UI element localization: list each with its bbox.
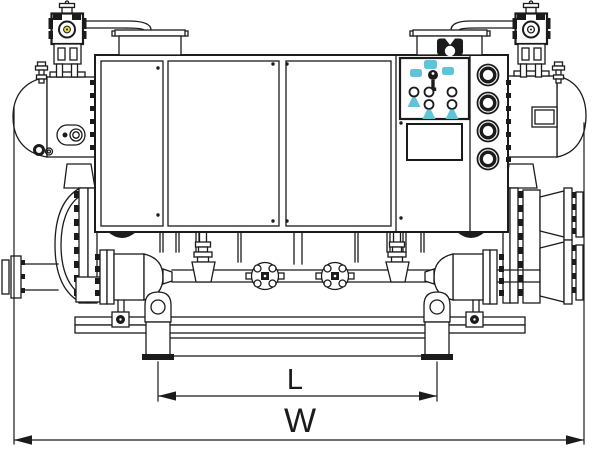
- right-top-valve: [551, 61, 566, 84]
- cabinet-panel-2: [167, 60, 280, 227]
- left-angle-valve: [191, 231, 216, 283]
- left-muffler: [95, 249, 173, 328]
- right-heat-exchanger-head: [502, 163, 541, 304]
- sight-glass-4: [476, 147, 500, 171]
- sight-glass-2: [476, 91, 500, 115]
- left-discharge-pipe: [82, 20, 152, 31]
- right-top-junction-box: [409, 29, 491, 57]
- button-3[interactable]: [446, 86, 458, 98]
- tank-mount-bolts-left: [90, 80, 95, 150]
- sight-glasses: [476, 63, 500, 171]
- control-panel: [398, 56, 471, 161]
- left-top-valve: [34, 61, 49, 84]
- left-top-junction-box: [111, 29, 189, 56]
- water-connection-lower: [539, 239, 584, 305]
- compressor-shadow-right: [457, 232, 485, 238]
- width-label: W: [284, 402, 316, 440]
- right-discharge-pipe: [450, 20, 516, 31]
- cabinet-panel-1: [100, 60, 164, 227]
- compressor-shadow-left: [108, 232, 136, 238]
- sight-glass-3: [476, 119, 500, 143]
- dim-arrow-left: [14, 435, 32, 445]
- button-2[interactable]: [423, 86, 435, 98]
- tank-sight-fitting: [56, 124, 86, 146]
- left-water-connection: [1, 255, 59, 299]
- right-water-connections: [539, 187, 584, 305]
- width-dimension: W: [13, 107, 585, 445]
- control-display[interactable]: [406, 123, 463, 161]
- tank-drain-fitting: [33, 144, 45, 156]
- left-heat-exchanger-head: [54, 163, 101, 304]
- left-drain-valve: [111, 299, 130, 328]
- right-oil-separator-tank: [507, 70, 587, 158]
- button-1[interactable]: [408, 86, 420, 98]
- dim-arrow-right: [566, 435, 584, 445]
- panel-screws: [156, 62, 403, 223]
- length-dimension: L: [157, 361, 438, 402]
- water-connection-upper: [539, 187, 584, 241]
- tank-nameplate: [531, 106, 558, 128]
- dim-arrow-left: [158, 391, 176, 401]
- right-drain-valve: [465, 299, 484, 328]
- dim-arrow-right: [419, 391, 437, 401]
- pipe-flange-right: [315, 261, 355, 291]
- control-buttons: [407, 86, 459, 119]
- right-angle-valve: [385, 231, 410, 283]
- pipe-clamp: [437, 38, 463, 57]
- button-4[interactable]: [423, 99, 435, 110]
- right-muffler: [424, 249, 504, 328]
- pipe-flange-left: [245, 261, 285, 291]
- suction-piping: [108, 231, 541, 283]
- left-foot: [142, 291, 174, 360]
- right-foot: [421, 291, 453, 360]
- length-label: L: [287, 364, 303, 396]
- left-oil-separator-tank: [12, 71, 96, 158]
- sight-glass-1: [476, 63, 500, 87]
- base-frame-rails: [74, 316, 526, 357]
- cabinet-panel-3: [285, 60, 392, 227]
- tank-mount-bolts-right: [506, 80, 511, 162]
- left-motor-assembly: [48, 0, 87, 78]
- right-motor-assembly: [512, 0, 551, 78]
- button-5[interactable]: [446, 99, 458, 110]
